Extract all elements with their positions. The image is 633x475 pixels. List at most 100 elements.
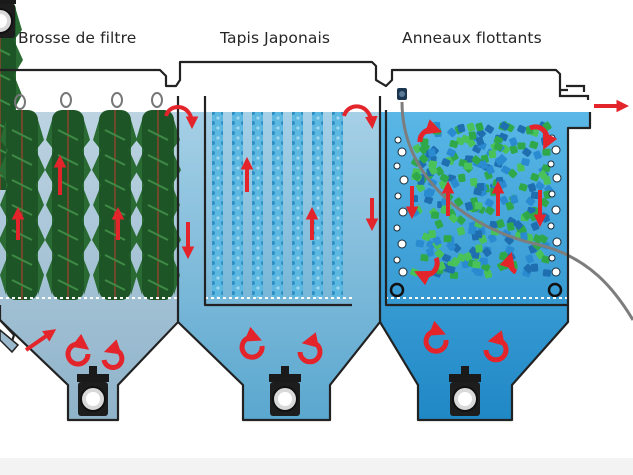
filter-ring — [543, 176, 551, 185]
filter-ring — [418, 144, 429, 155]
filter-ring — [432, 236, 442, 246]
filter-ring — [542, 269, 552, 277]
filter-ring — [439, 173, 450, 183]
filter-ring — [482, 247, 492, 257]
filter-ring — [509, 145, 518, 154]
filter-ring — [441, 158, 451, 167]
filter-ring — [470, 251, 480, 259]
filter-ring — [509, 137, 518, 147]
filter-ring — [457, 253, 467, 262]
filter-ring — [428, 148, 436, 157]
japanese-mat — [212, 112, 343, 298]
filter-ring — [434, 166, 444, 176]
filter-ring — [522, 210, 532, 221]
filter-ring — [454, 197, 464, 207]
filter-ring — [424, 195, 434, 205]
filter-ring — [426, 247, 435, 257]
filter-ring — [461, 259, 470, 269]
filter-ring — [517, 142, 526, 150]
filter-ring — [533, 234, 543, 243]
chamber-1-label: Brosse de filtre — [18, 29, 137, 47]
filter-ring — [472, 260, 481, 269]
filter-ring — [464, 201, 474, 211]
filter-ring — [449, 271, 459, 279]
filter-ring — [449, 139, 459, 149]
filter-ring — [484, 124, 495, 134]
filter-ring — [538, 170, 548, 180]
filter-ring — [447, 127, 457, 138]
filter-ring — [468, 226, 477, 235]
filter-ring — [527, 183, 537, 193]
filter-ring — [507, 168, 518, 179]
circular-arrow-icon — [65, 119, 558, 371]
filter-ring — [479, 257, 488, 265]
filter-ring — [497, 154, 508, 164]
chamber-3-label: Anneaux flottants — [402, 29, 542, 47]
inlet-pipe — [0, 329, 20, 354]
filter-ring — [493, 142, 503, 152]
filter-ring — [434, 249, 445, 259]
filter-ring — [428, 160, 438, 169]
filter-ring — [501, 165, 511, 175]
filter-ring — [479, 160, 489, 170]
filter-ring — [448, 213, 459, 224]
filter-ring — [521, 157, 530, 167]
filter-ring — [456, 226, 466, 236]
filter-ring — [446, 241, 456, 252]
filter-ring — [474, 268, 484, 277]
filter-ring — [468, 131, 477, 140]
filter-ring — [446, 265, 456, 274]
filter-ring — [473, 201, 483, 210]
filter-ring — [471, 155, 482, 165]
filter-ring — [441, 253, 452, 263]
filter-ring — [423, 189, 433, 198]
air-hose — [400, 101, 633, 321]
filter-ring — [513, 220, 524, 230]
filter-ring — [530, 172, 540, 182]
bottom-band — [0, 458, 633, 475]
filter-ring — [476, 182, 485, 192]
filter-ring — [535, 181, 545, 191]
filter-ring — [412, 144, 422, 154]
water-chamber-1 — [0, 112, 178, 420]
filter-ring — [525, 254, 534, 264]
filter-ring — [488, 149, 497, 159]
filter-ring — [525, 196, 536, 206]
filter-ring — [541, 255, 551, 264]
filter-ring — [486, 165, 495, 175]
filter-ring — [475, 244, 483, 253]
filter-ring — [464, 162, 473, 170]
filter-ring — [421, 232, 431, 242]
filter-ring — [446, 148, 456, 157]
filter-ring — [466, 138, 476, 148]
filter-ring — [518, 183, 528, 192]
filter-ring — [485, 206, 495, 216]
air-stone-icon — [389, 282, 563, 298]
filter-ring — [533, 150, 542, 160]
air-valve — [397, 88, 407, 100]
drain-valve-icon — [0, 0, 16, 38]
filter-ring — [469, 177, 478, 187]
filter-ring — [426, 240, 436, 249]
filter-ring — [419, 154, 429, 164]
red-arrow-icon — [342, 104, 378, 130]
filter-ring — [523, 263, 533, 274]
filter-ring — [412, 171, 422, 182]
filter-ring — [506, 222, 515, 231]
filter-ring — [529, 140, 539, 150]
filter-ring — [489, 220, 499, 229]
tank-outline — [0, 60, 592, 422]
filter-ring — [539, 198, 550, 208]
outlet-pipe-icon — [558, 84, 590, 100]
filter-ring — [517, 163, 525, 172]
flow-arrows — [11, 99, 630, 352]
filter-ring — [510, 194, 519, 204]
filter-ring — [415, 239, 425, 248]
filter-ring — [456, 215, 466, 225]
filter-ring — [499, 121, 510, 131]
filter-ring — [520, 232, 528, 241]
filter-ring — [496, 219, 505, 229]
filter-ring — [475, 122, 484, 132]
filter-ring — [505, 201, 515, 211]
filter-ring — [457, 123, 466, 133]
